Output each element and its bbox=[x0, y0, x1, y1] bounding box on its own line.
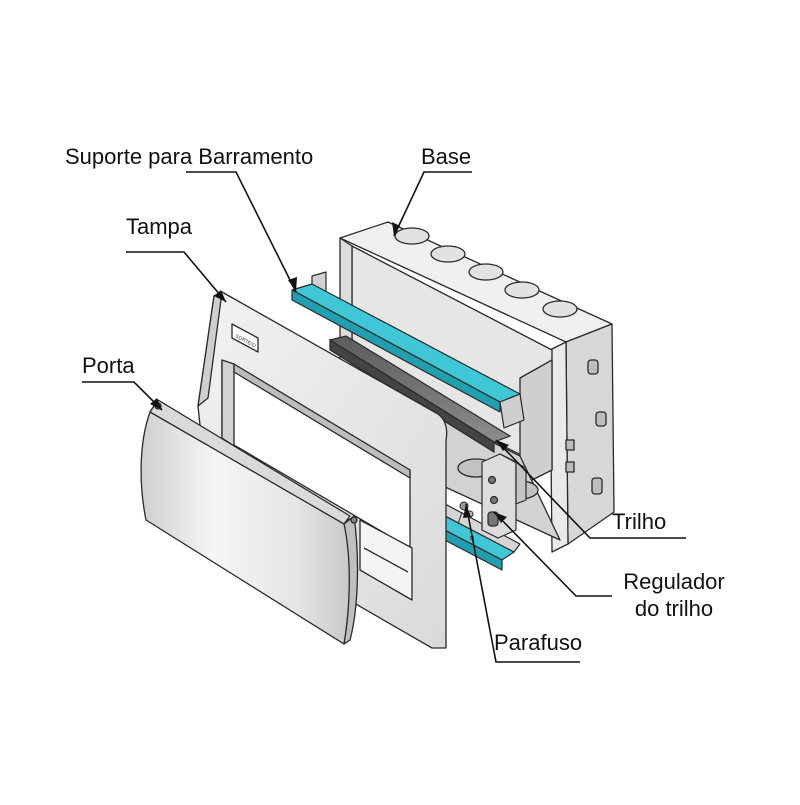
leader-regulador bbox=[493, 511, 612, 597]
label-tampa: Tampa bbox=[126, 214, 193, 239]
label-regulador-line1: Regulador bbox=[623, 569, 725, 594]
label-trilho: Trilho bbox=[612, 509, 667, 534]
leader-porta bbox=[82, 381, 163, 411]
regulador-trilho bbox=[481, 453, 527, 539]
label-regulador-line2: do trilho bbox=[634, 596, 714, 621]
label-porta: Porta bbox=[82, 353, 135, 378]
porta-door bbox=[140, 399, 359, 645]
leader-lines bbox=[82, 171, 686, 663]
trilho-rail bbox=[328, 335, 512, 454]
leader-parafuso bbox=[465, 503, 580, 663]
suporte-barramento-upper bbox=[291, 271, 525, 429]
leader-tampa bbox=[126, 251, 227, 303]
leader-suporte bbox=[186, 171, 297, 293]
label-regulador: Regulador do trilho bbox=[606, 568, 742, 622]
label-suporte: Suporte para Barramento bbox=[65, 144, 314, 169]
label-parafuso: Parafuso bbox=[494, 630, 583, 655]
label-base: Base bbox=[421, 144, 472, 169]
leader-trilho bbox=[495, 439, 686, 539]
tampa-cover bbox=[197, 291, 448, 649]
leader-base bbox=[393, 171, 472, 237]
